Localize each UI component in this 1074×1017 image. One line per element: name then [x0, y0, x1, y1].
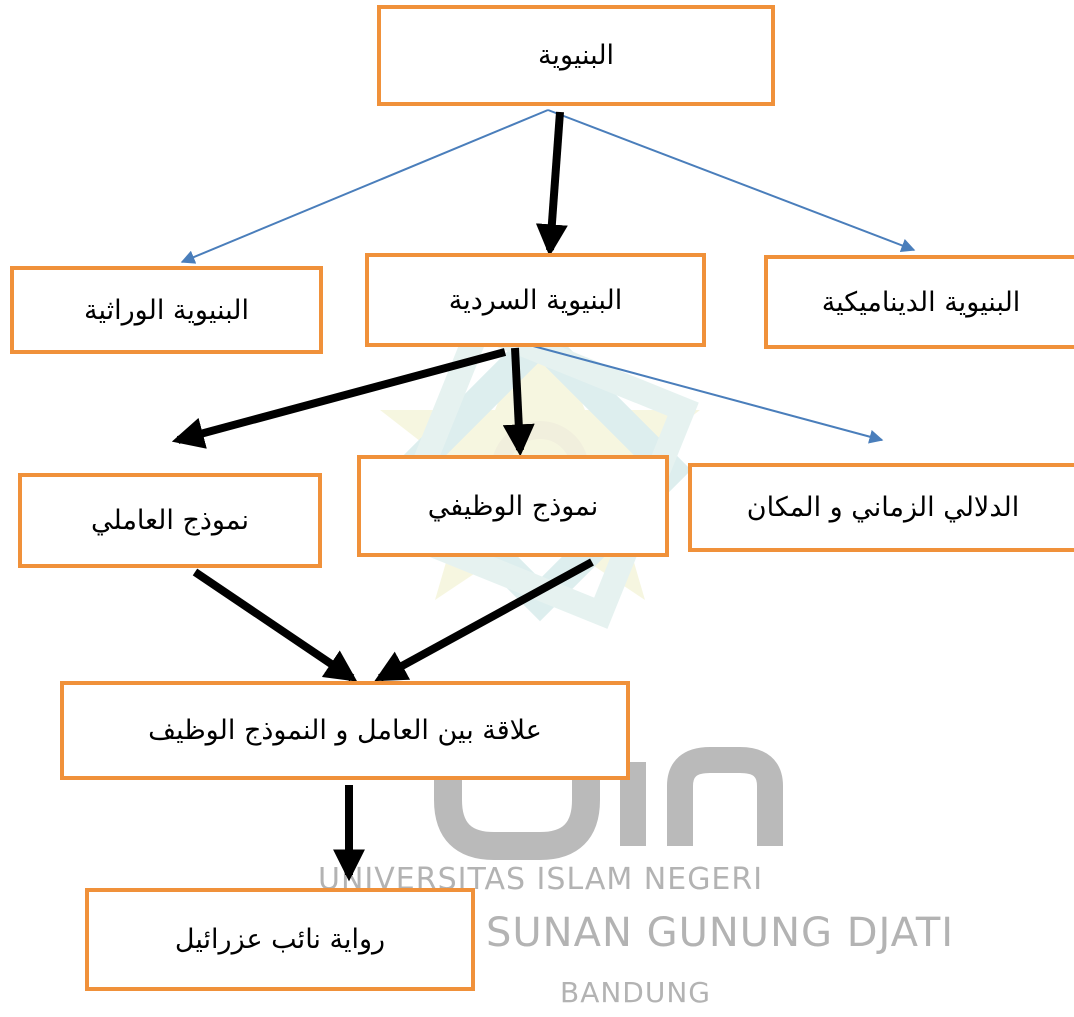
node-dynamic-structuralism: البنيوية الديناميكية: [764, 255, 1074, 349]
arrow-root-to-narrative: [535, 111, 568, 257]
uin-logo-n: [667, 747, 783, 846]
arrow-narrative-to-timeplace: [521, 342, 884, 444]
node-structuralism: البنيوية: [377, 5, 775, 106]
node-actantial-model: نموذج العاملي: [18, 473, 322, 568]
arrow-actantial-to-relation: [192, 568, 358, 682]
node-functional-model: نموذج الوظيفي: [357, 455, 669, 557]
arrow-root-to-dynamic: [547, 109, 916, 253]
arrow-functional-to-relation: [374, 558, 594, 682]
emblem-star-teal: [388, 318, 692, 622]
node-narrative-structuralism: البنيوية السردية: [365, 253, 706, 347]
node-genetic-structuralism: البنيوية الوراثية: [10, 266, 323, 354]
uin-logo: [434, 700, 783, 860]
node-time-place: الدلالي الزماني و المكان: [688, 463, 1074, 552]
watermark-line-2: SUNAN GUNUNG DJATI: [486, 910, 955, 956]
uin-logo-u: [434, 700, 600, 860]
watermark-line-3: BANDUNG: [560, 976, 712, 1009]
arrow-narrative-to-actantial: [171, 348, 507, 449]
node-relation: علاقة بين العامل و النموذج الوظيف: [60, 681, 630, 780]
node-novel: رواية نائب عزرائيل: [85, 888, 475, 991]
arrow-narrative-to-functional: [502, 347, 535, 457]
arrow-root-to-genetic: [180, 109, 549, 264]
